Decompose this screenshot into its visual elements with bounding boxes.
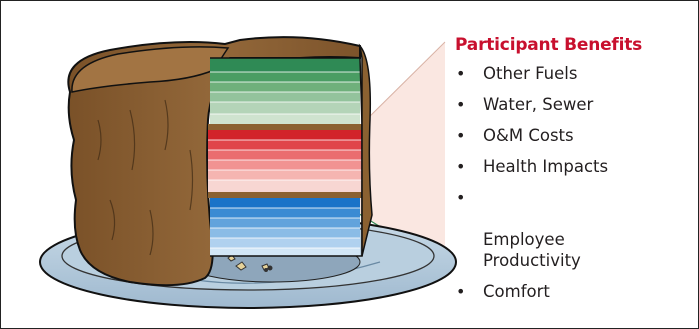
- cake-body: [67, 36, 361, 287]
- bullet-icon: •: [456, 188, 466, 207]
- list-item: • Comfort: [455, 281, 685, 302]
- filling-2: [208, 192, 362, 198]
- participant-benefits-legend: Participant Benefits • Other Fuels • Wat…: [455, 34, 685, 312]
- benefit-label: Comfort: [483, 282, 550, 301]
- bullet-icon: •: [456, 64, 466, 83]
- list-item: • Employee Productivity: [455, 187, 685, 271]
- legend-title: Participant Benefits: [455, 35, 643, 55]
- cake-right-edge: [358, 43, 373, 257]
- bullet-icon: •: [456, 282, 466, 301]
- cake-cut-face: [208, 57, 363, 257]
- list-item: • O&M Costs: [455, 125, 685, 146]
- benefit-label: Employee Productivity: [483, 230, 581, 270]
- benefit-label: O&M Costs: [483, 126, 574, 145]
- bullet-icon: •: [456, 157, 466, 176]
- bullet-icon: •: [456, 126, 466, 145]
- benefit-label: Health Impacts: [483, 157, 609, 176]
- layer-green: [210, 58, 360, 124]
- cake-texture: [97, 99, 194, 256]
- bullet-icon: •: [456, 95, 466, 114]
- layer-red: [208, 130, 362, 192]
- benefit-label: Water, Sewer: [483, 95, 594, 114]
- filling-1: [208, 124, 362, 130]
- cake-crumbs: [227, 254, 273, 272]
- callout-wedge: [356, 42, 445, 266]
- callout-line-top: [359, 41, 446, 127]
- benefits-list: • Other Fuels • Water, Sewer • O&M Costs…: [455, 63, 685, 302]
- layer-blue: [210, 198, 360, 256]
- benefit-label: Other Fuels: [483, 64, 578, 83]
- list-item: • Water, Sewer: [455, 94, 685, 115]
- list-item: • Other Fuels: [455, 63, 685, 84]
- cake-top: [71, 46, 230, 93]
- list-item: • Health Impacts: [455, 156, 685, 177]
